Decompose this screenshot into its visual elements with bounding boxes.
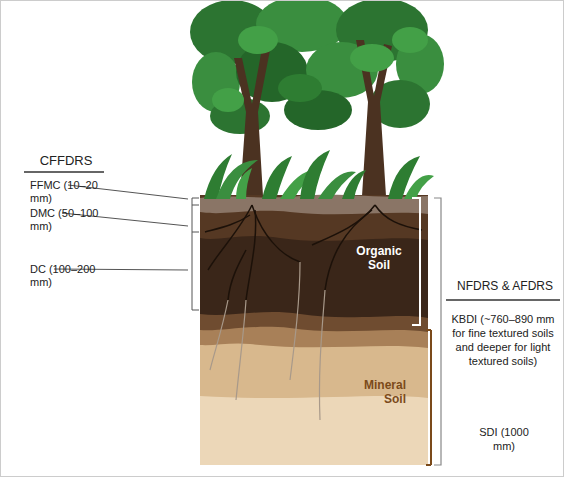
cffdrs-bracket-part — [192, 232, 199, 233]
index-label: DMC (50–100 mm) — [30, 207, 102, 233]
soil-layers-part — [200, 195, 428, 348]
leaf-clusters — [212, 26, 428, 112]
ground-ferns — [204, 150, 434, 199]
leaf-clusters-part — [278, 74, 322, 102]
index-label: FFMC (10–20 mm) — [30, 179, 100, 205]
roots-mineral-part — [236, 300, 246, 400]
roots-organic-part — [228, 250, 246, 300]
roots-organic — [205, 205, 422, 300]
ground-ferns-part — [342, 170, 366, 199]
roots-organic-part — [246, 210, 256, 300]
roots-mineral-part — [319, 290, 325, 420]
cffdrs-bracket-part — [192, 198, 199, 310]
index-label: DC (100–200 mm) — [30, 263, 106, 289]
canopy — [190, 0, 444, 134]
soil-layers-part — [200, 195, 428, 465]
roots-organic-part — [252, 205, 300, 262]
roots-organic-part — [375, 205, 422, 230]
soil-layers-part — [200, 195, 428, 318]
nfdrs-brackets-part — [412, 198, 420, 325]
layer-label: Organic Soil — [350, 244, 408, 272]
roots-organic-part — [205, 215, 250, 232]
roots-organic-part — [208, 205, 252, 270]
ground-ferns-part — [404, 175, 434, 199]
nfdrs-brackets — [412, 198, 560, 465]
soil-layers — [200, 195, 428, 465]
leaf-clusters-part — [350, 44, 394, 72]
soil-layers-part — [200, 195, 428, 398]
leaf-clusters-part — [212, 88, 244, 112]
nfdrs-brackets-part — [446, 299, 560, 301]
roots-mineral — [210, 262, 325, 420]
layer-label: Mineral Soil — [348, 378, 406, 406]
cffdrs-bracket — [24, 172, 199, 310]
cffdrs-bracket-part — [192, 205, 199, 206]
leaf-clusters-part — [238, 26, 278, 54]
nfdrs-brackets-part — [434, 198, 441, 465]
index-label: KBDI (~760–890 mm for fine textured soil… — [450, 312, 556, 368]
ground-ferns-part — [216, 160, 258, 199]
roots-mineral-part — [210, 300, 228, 370]
nfdrs-brackets-part — [430, 330, 432, 465]
cffdrs-bracket-part — [24, 171, 104, 173]
leaf-clusters-part — [392, 27, 428, 53]
roots-mineral-part — [290, 262, 300, 380]
soil-layers-part — [200, 195, 428, 332]
ground-ferns-part — [236, 168, 252, 199]
nfdrs-brackets-part — [426, 330, 431, 465]
index-label: SDI (1000 mm) — [472, 425, 536, 453]
section-heading: CFFDRS — [28, 153, 104, 169]
section-heading: NFDRS & AFDRS — [450, 279, 560, 294]
